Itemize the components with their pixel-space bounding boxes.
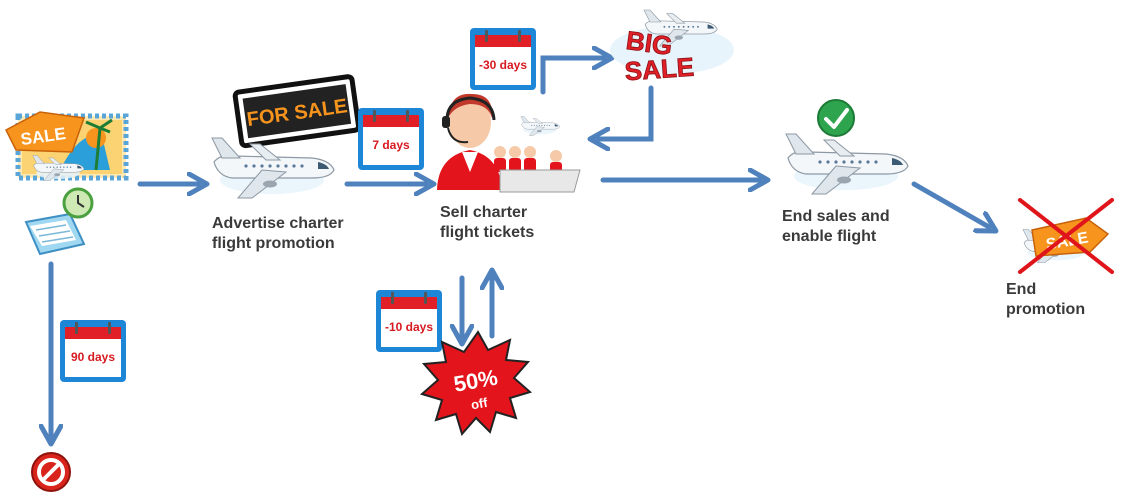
calendar-minus-30-days-text: -30 days	[479, 58, 527, 72]
arrow-bigsale-to-sell	[598, 85, 654, 139]
cancel-icon	[31, 452, 71, 492]
stage-label-advertise: Advertise charter flight promotion	[212, 215, 344, 252]
planner-clock-icon	[24, 187, 94, 256]
calendar-7-days-text: 7 days	[372, 138, 410, 152]
stage-label-sell: Sell charter flight tickets	[440, 204, 535, 241]
big-sale-word-1: BIG	[624, 25, 674, 61]
arrow-sell-to-bigsale	[540, 58, 604, 95]
calendar-icon: -10 days	[376, 290, 442, 352]
for-sale-sign-icon: FOR SALE	[232, 74, 362, 149]
discount-burst-icon: 50% off	[419, 330, 533, 437]
calendar-icon: -30 days	[470, 28, 536, 90]
calendar-icon: 7 days	[358, 108, 424, 170]
airplane-icon	[211, 137, 335, 199]
connectors	[51, 58, 989, 436]
calendar-minus-10-days-text: -10 days	[385, 320, 433, 334]
big-sale-icon: BIG SALE	[610, 9, 734, 87]
stage-label-end-sales: End sales and enable flight	[782, 208, 890, 245]
calendar-icon: 90 days	[60, 320, 126, 382]
arrow-end-sales-to-end-promotion	[911, 181, 989, 227]
discount-unit-text: off	[470, 395, 490, 413]
big-sale-word-2: SALE	[624, 52, 695, 87]
checkmark-icon	[817, 99, 855, 137]
sale-stamp-icon: SALE	[5, 111, 129, 181]
calendar-90-days-text: 90 days	[71, 350, 115, 364]
crossed-sale-icon: SALE	[1018, 198, 1114, 274]
airplane-icon	[785, 133, 909, 195]
call-center-icon	[437, 93, 581, 193]
stage-label-end-promotion: End promotion	[1006, 281, 1086, 318]
